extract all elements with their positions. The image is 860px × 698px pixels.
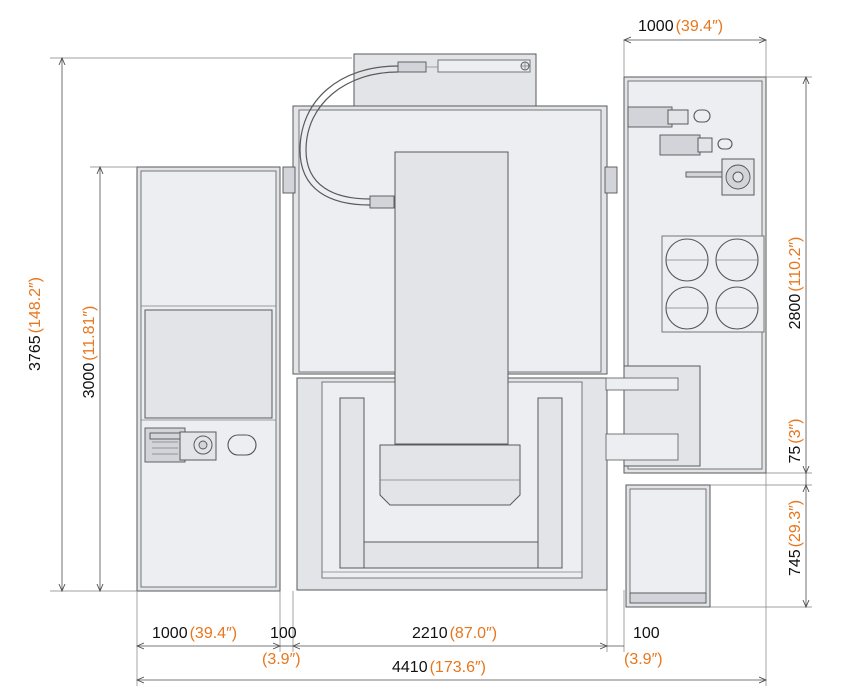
dim-left-gap-mm: 100 — [270, 625, 297, 642]
dim-right-small-unit-height: 745(29.3″) — [787, 500, 804, 576]
right-small-unit — [625, 484, 711, 608]
dim-left-cabinet-height: 3000(11.81″) — [81, 306, 98, 399]
central-column — [379, 151, 521, 506]
left-motor-icon — [144, 427, 257, 463]
cable-hose — [299, 65, 399, 209]
dim-top-right-width: 1000(39.4″) — [638, 18, 723, 35]
dim-overall-height: 3765(148.2″) — [27, 277, 44, 371]
dim-right-gap: 75(3″) — [787, 418, 804, 463]
dim-left-gap-inch: (3.9″) — [262, 651, 301, 668]
dim-machine-width: 2210(87.0″) — [412, 625, 497, 642]
dimension-labels: 1000(39.4″) 3765(148.2″) 3000(11.81″) 28… — [27, 18, 804, 676]
dim-overall-width: 4410(173.6″) — [392, 659, 486, 676]
right-cabinet — [605, 76, 767, 474]
left-cabinet — [136, 166, 281, 592]
dimension-lines — [62, 40, 806, 680]
machine-parts — [136, 53, 767, 608]
dim-left-cabinet-width: 1000(39.4″) — [152, 625, 237, 642]
dim-right-gap-bottom-inch: (3.9″) — [624, 651, 663, 668]
top-control-box — [353, 53, 537, 107]
dim-right-cabinet-height: 2800(110.2″) — [787, 237, 804, 330]
dim-right-gap-bottom-mm: 100 — [633, 625, 660, 642]
